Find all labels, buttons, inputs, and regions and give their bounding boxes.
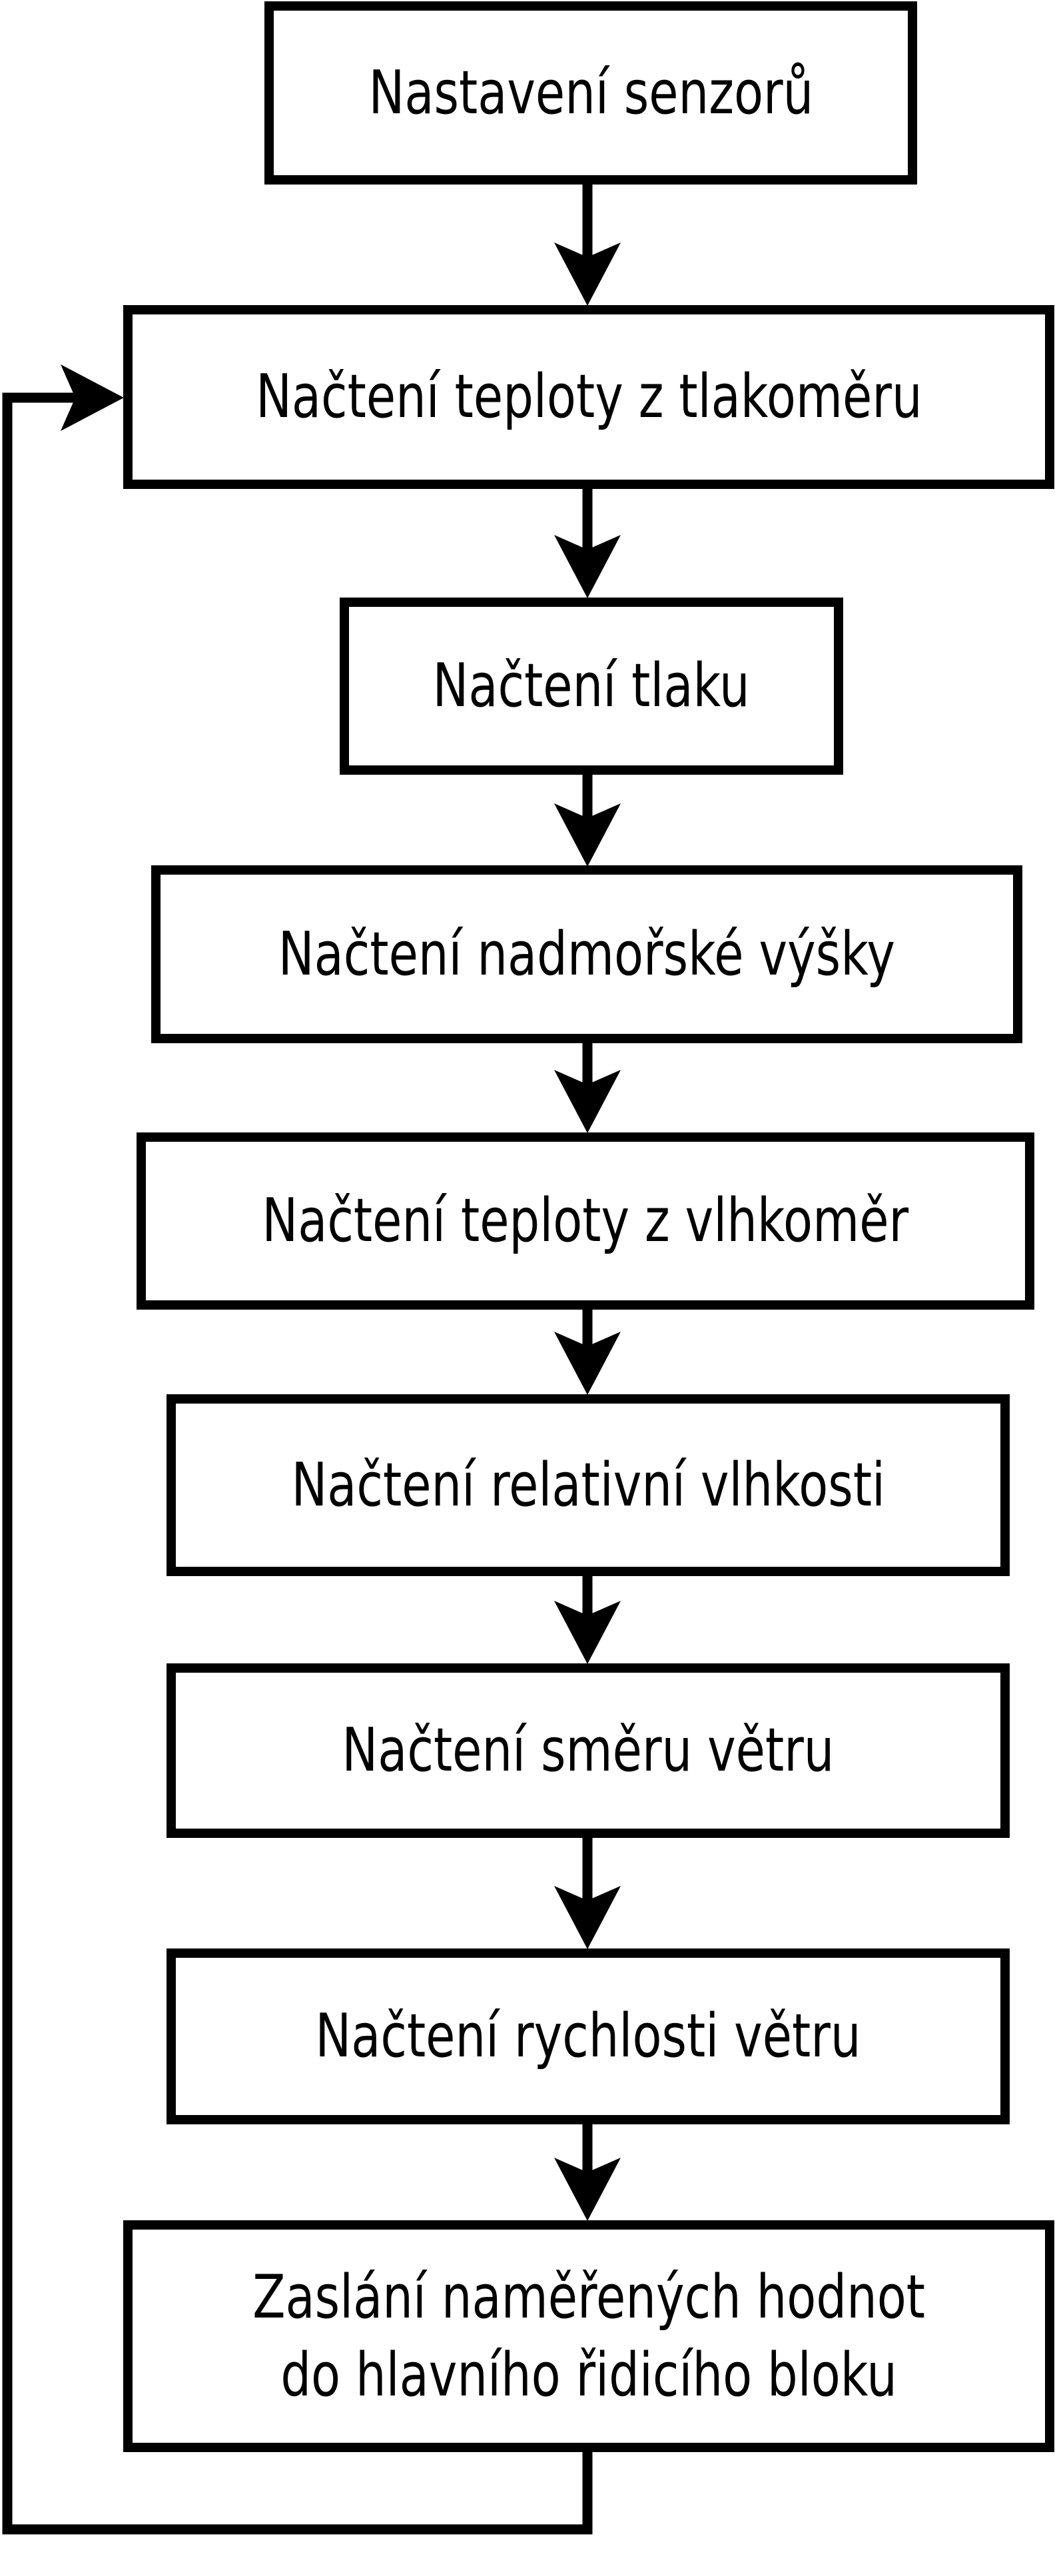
node-read-altitude: Načtení nadmořské výšky bbox=[151, 865, 1022, 1043]
feedback-arrowhead bbox=[61, 364, 124, 431]
node-read-wind-direction: Načtení směru větru bbox=[167, 1663, 1010, 1838]
node-read-temp-barometer: Načtení teploty z tlakoměru bbox=[123, 305, 1054, 489]
node-label: Zaslání naměřených hodnot do hlavního ři… bbox=[252, 2262, 925, 2410]
node-label: Načtení teploty z tlakoměru bbox=[255, 362, 922, 432]
connector-arrowhead bbox=[554, 242, 621, 306]
node-label: Nastavení senzorů bbox=[368, 57, 813, 128]
node-setup-sensors: Nastavení senzorů bbox=[264, 1, 917, 185]
node-label: Načtení nadmořské výšky bbox=[278, 919, 896, 989]
connector-arrowhead bbox=[554, 1070, 621, 1133]
connector-arrowhead bbox=[554, 1886, 621, 1949]
node-label: Načtení rychlosti větru bbox=[315, 2001, 861, 2072]
connector-down bbox=[554, 484, 621, 598]
node-label: Načtení relativní vlhkosti bbox=[291, 1450, 885, 1520]
node-label: Načtení směru větru bbox=[342, 1715, 835, 1786]
feedback-loop bbox=[2, 364, 593, 2535]
connector-arrowhead bbox=[554, 1601, 621, 1664]
node-read-relative-humidity: Načtení relativní vlhkosti bbox=[167, 1394, 1010, 1576]
connector-down bbox=[554, 177, 621, 306]
connector-down bbox=[554, 2120, 621, 2221]
node-label: Načtení teploty z vlhkoměr bbox=[262, 1186, 909, 1256]
connector-down bbox=[554, 1571, 621, 1664]
connector-arrowhead bbox=[554, 535, 621, 598]
connector-down bbox=[554, 1039, 621, 1133]
connector-down bbox=[554, 1305, 621, 1395]
node-read-temp-hygrometer: Načtení teploty z vlhkoměr bbox=[137, 1132, 1034, 1310]
connector-down bbox=[554, 770, 621, 867]
node-read-wind-speed: Načtení rychlosti větru bbox=[167, 1948, 1010, 2124]
connector-arrowhead bbox=[554, 803, 621, 867]
connector-down bbox=[554, 1833, 621, 1949]
node-read-pressure: Načtení tlaku bbox=[340, 598, 843, 775]
node-send-measured-values: Zaslání naměřených hodnot do hlavního ři… bbox=[123, 2220, 1054, 2452]
connector-arrowhead bbox=[554, 2158, 621, 2221]
node-label: Načtení tlaku bbox=[432, 651, 751, 721]
connector-arrowhead bbox=[554, 1332, 621, 1395]
